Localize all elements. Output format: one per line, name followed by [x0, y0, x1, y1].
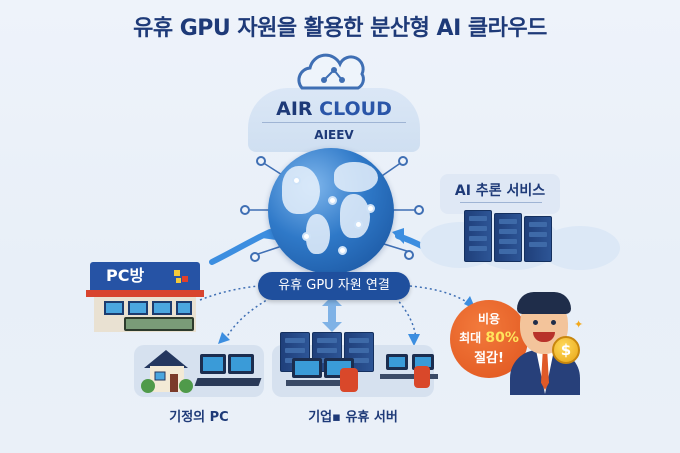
savings-line1: 비용 [477, 312, 501, 326]
enterprise-label: 기업▪ 유휴 서버 [308, 410, 398, 425]
server-rack-icon [464, 210, 554, 262]
monitor-icon [228, 354, 254, 374]
ai-service-label: AI 추론 서비스 [454, 183, 546, 199]
divider [460, 202, 542, 203]
smile [533, 332, 555, 342]
gpu-connect-label: 유휴 GPU 자원 연결 [258, 272, 410, 300]
network-node-icon [256, 156, 266, 166]
home-pc-label: 기정의 PC [169, 410, 229, 425]
air-cloud-name-part1: AIR [276, 98, 313, 120]
eye [551, 320, 556, 325]
monitor-icon [292, 358, 322, 378]
air-cloud-name-part2: CLOUD [319, 98, 392, 120]
coin-icon: $ [552, 336, 580, 364]
monitor-icon [386, 354, 408, 370]
house-computer-icon [140, 346, 194, 394]
network-node-icon [414, 205, 424, 215]
savings-line3: 절감! [474, 351, 504, 366]
cloud-shape [540, 226, 620, 270]
eye [533, 320, 538, 325]
sparkle-icon: ✦ [574, 318, 584, 331]
chair-icon [340, 368, 358, 392]
network-node-icon [250, 252, 260, 262]
ai-service-panel [440, 174, 560, 214]
globe-network-icon [268, 148, 394, 274]
desk [286, 380, 358, 386]
tie [541, 354, 549, 390]
savings-line2: 최대 80% [459, 330, 519, 346]
company-name: AIEEV [314, 128, 354, 142]
divider [262, 122, 406, 123]
pc-cafe-sign: PC방 [90, 262, 200, 290]
pc-cafe-icon: PC방 [86, 262, 204, 332]
network-node-icon [404, 250, 414, 260]
air-cloud-panel [248, 88, 420, 152]
air-cloud-logo: AIR CLOUD [248, 98, 420, 120]
businessman-hair [517, 292, 571, 314]
network-node-icon [398, 156, 408, 166]
chair-icon [414, 366, 430, 388]
savings-percent: 80% [485, 330, 519, 346]
desk [194, 378, 262, 386]
monitor-icon [200, 354, 226, 374]
desk [380, 374, 438, 379]
page-title: 유휴 GPU 자원을 활용한 분산형 AI 클라우드 [133, 16, 547, 41]
network-node-icon [240, 205, 250, 215]
